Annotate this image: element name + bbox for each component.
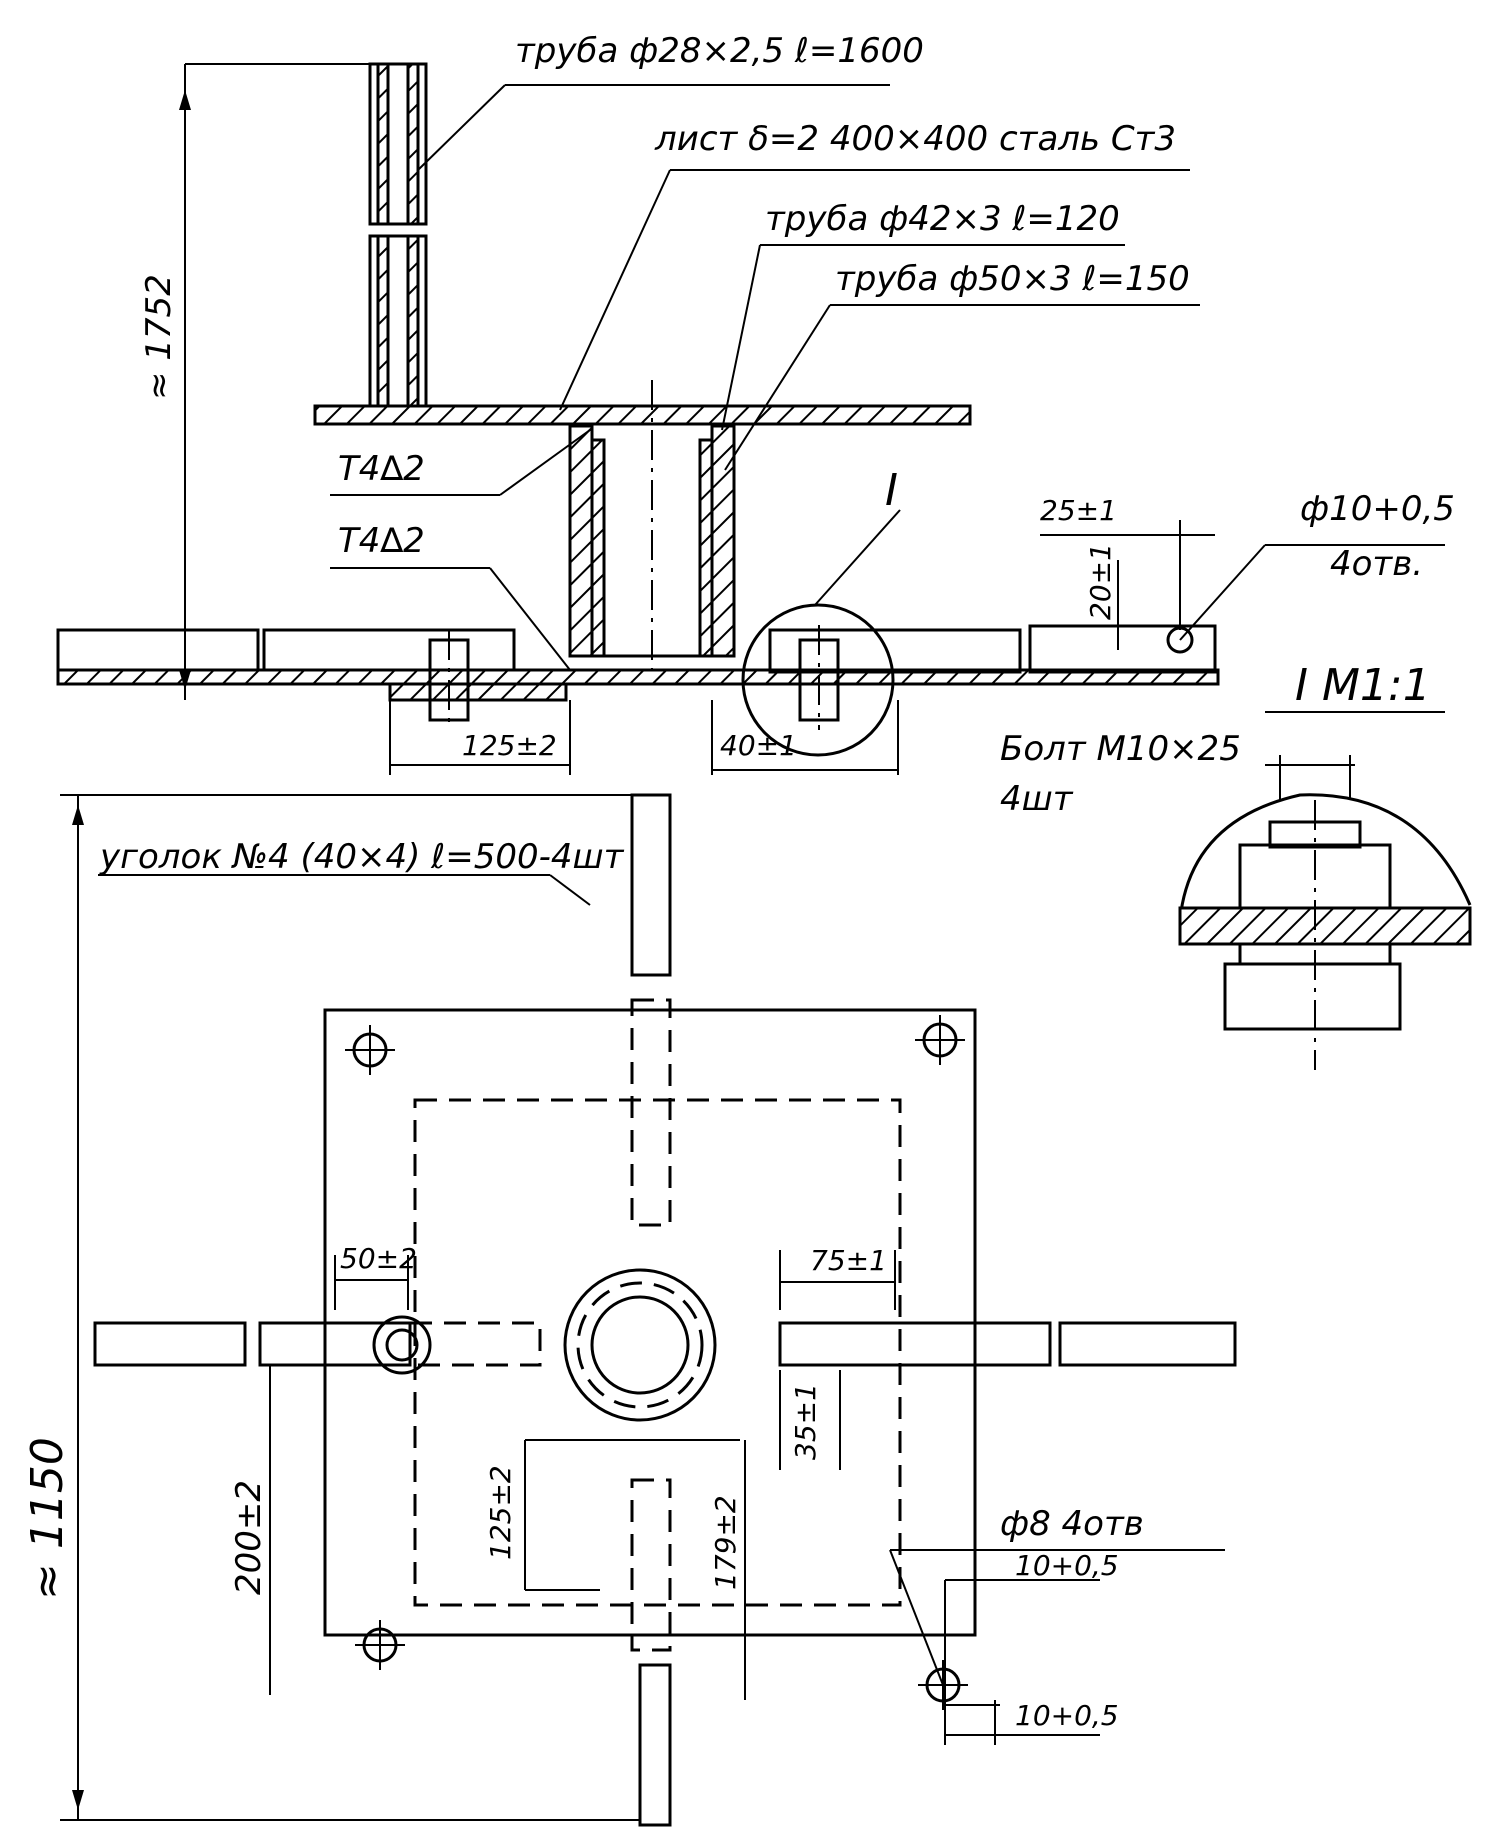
detail-I: I М1:1 Болт М10×25 4шт — [1000, 660, 1472, 1070]
base-assembly — [56, 603, 1220, 757]
pipe-28-label: труба ф28×2,5 ℓ=1600 — [515, 31, 924, 71]
hole-10-label: ф10+0,5 — [1300, 489, 1455, 529]
pipe-28-vertical — [368, 62, 428, 408]
dim-40: 40±1 — [720, 729, 797, 762]
dim-10b: 10+0,5 — [1015, 1699, 1119, 1732]
dim-125-top: 125±2 — [462, 729, 557, 762]
sleeve-pipes — [568, 380, 736, 680]
hole-10-count: 4отв. — [1330, 544, 1423, 584]
dimension-1752: ≈ 1752 — [139, 63, 370, 700]
weld-2-label: Т4∆2 — [338, 521, 425, 561]
dim-1752-label: ≈ 1752 — [139, 274, 179, 400]
plan-view: уголок №4 (40×4) ℓ=500-4шт 50±2 75±1 35±… — [22, 793, 1237, 1827]
dim-200: 200±2 — [229, 1480, 269, 1595]
bolt-count: 4шт — [1000, 779, 1074, 819]
angle-label: уголок №4 (40×4) ℓ=500-4шт — [99, 837, 625, 877]
section-view: ≈ 1752 труба ф28×2,5 ℓ=1600 лист δ=2 400… — [56, 31, 1455, 775]
dim-25: 25±1 — [1040, 494, 1117, 527]
weld-1-label: Т4∆2 — [338, 449, 425, 489]
dim-35: 35±1 — [789, 1383, 822, 1460]
bolt-label: Болт М10×25 — [1000, 729, 1241, 769]
hole-8-label: ф8 4отв — [1000, 1504, 1144, 1544]
sheet-label: лист δ=2 400×400 сталь Ст3 — [654, 119, 1176, 159]
dim-10a: 10+0,5 — [1015, 1549, 1119, 1582]
dim-1150-label: ≈ 1150 — [22, 1437, 73, 1600]
pipe-42-label: труба ф42×3 ℓ=120 — [765, 199, 1120, 239]
detail-title: I М1:1 — [1295, 660, 1431, 711]
steel-sheet — [313, 404, 972, 426]
pipe-50-label: труба ф50×3 ℓ=150 — [835, 259, 1190, 299]
dim-50: 50±2 — [340, 1242, 417, 1275]
dim-20: 20±1 — [1084, 543, 1117, 620]
dim-75: 75±1 — [810, 1244, 887, 1277]
callout-I: I — [885, 465, 898, 516]
dim-179: 179±2 — [709, 1495, 742, 1590]
dim-125-bottom: 125±2 — [484, 1465, 517, 1560]
dimension-1150: ≈ 1150 — [22, 794, 640, 1821]
